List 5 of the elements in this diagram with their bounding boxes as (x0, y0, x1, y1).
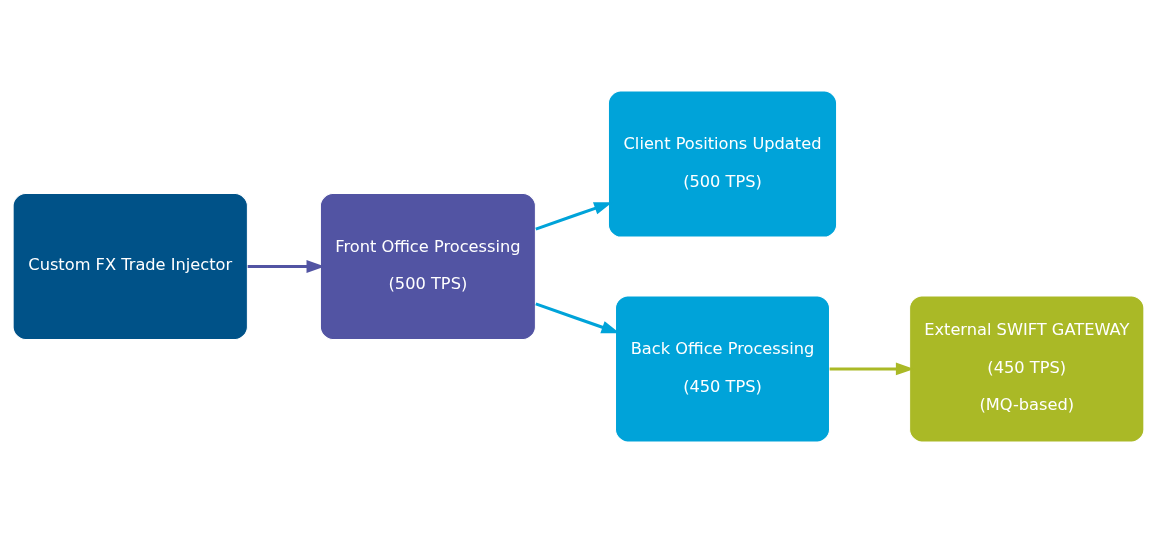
node-box: External SWIFT GATEWAY (450 TPS) (MQ-based) (909, 295, 1145, 443)
node-box: Client Positions Updated (500 TPS) (607, 90, 838, 238)
node-box: Front Office Processing (500 TPS) (319, 192, 536, 341)
node-box: Back Office Processing (450 TPS) (615, 295, 830, 443)
node-box: Custom FX Trade Injector (12, 192, 248, 341)
